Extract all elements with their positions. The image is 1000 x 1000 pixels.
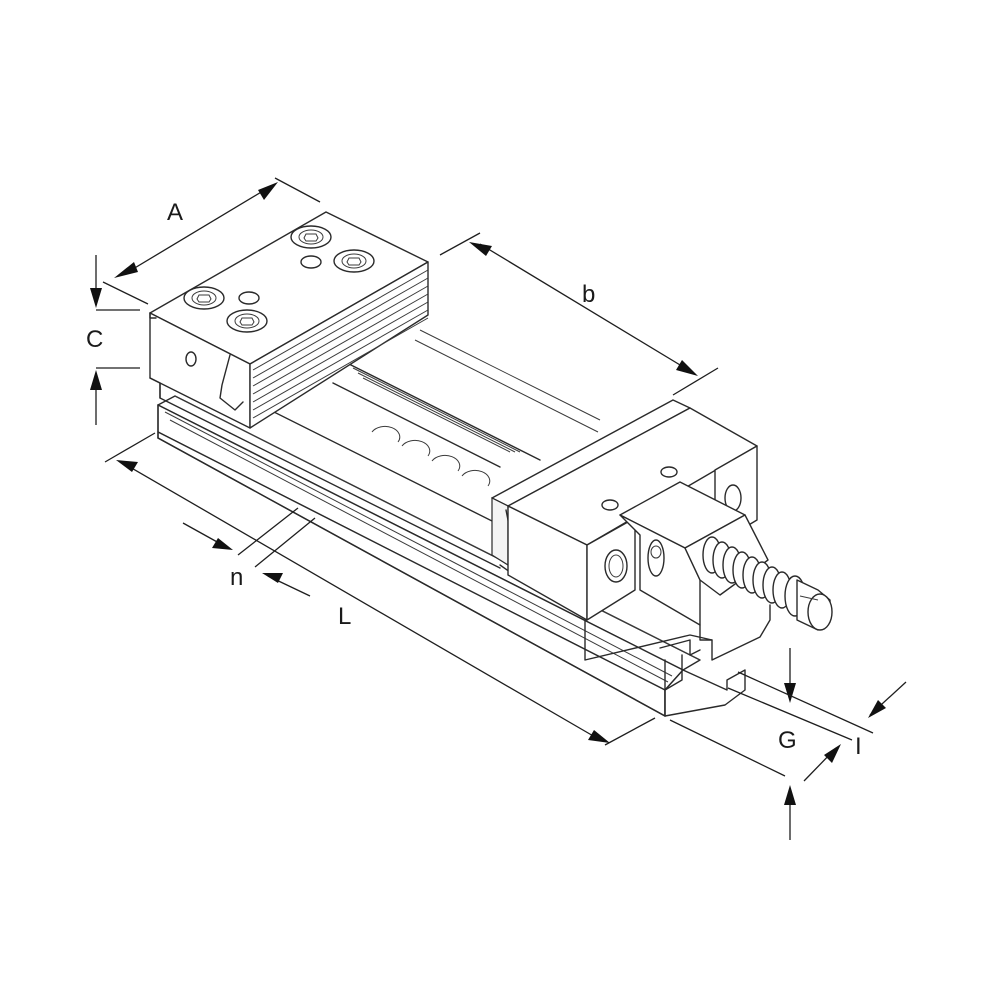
label-n: n	[230, 564, 243, 591]
thread-coils	[702, 536, 792, 609]
dimension-A: A	[102, 177, 321, 305]
label-I: I	[855, 733, 862, 760]
cap-screw-4	[333, 249, 375, 273]
movable-jaw	[491, 399, 771, 661]
jaw-side-hole	[604, 549, 628, 583]
fixed-jaw	[149, 211, 429, 429]
dimension-n: n	[182, 507, 316, 597]
label-L: L	[338, 603, 351, 630]
pin-hole-2	[300, 255, 322, 269]
dimension-C: C	[86, 255, 140, 425]
label-b: b	[582, 281, 595, 308]
dimension-L: L	[104, 432, 656, 746]
dimension-I: I	[727, 671, 907, 782]
dimension-b: b	[439, 232, 719, 396]
label-G: G	[778, 727, 797, 754]
label-C: C	[86, 326, 103, 353]
dimension-G: G	[669, 648, 797, 840]
hex-drive-end	[796, 579, 833, 631]
pin-hole-1	[238, 291, 260, 305]
cap-screw-3	[290, 225, 332, 249]
guide-channel	[229, 329, 601, 569]
label-A: A	[167, 199, 183, 226]
spindle-screw	[702, 536, 833, 631]
cap-screw-1	[183, 286, 225, 310]
cap-screw-2	[226, 309, 268, 333]
